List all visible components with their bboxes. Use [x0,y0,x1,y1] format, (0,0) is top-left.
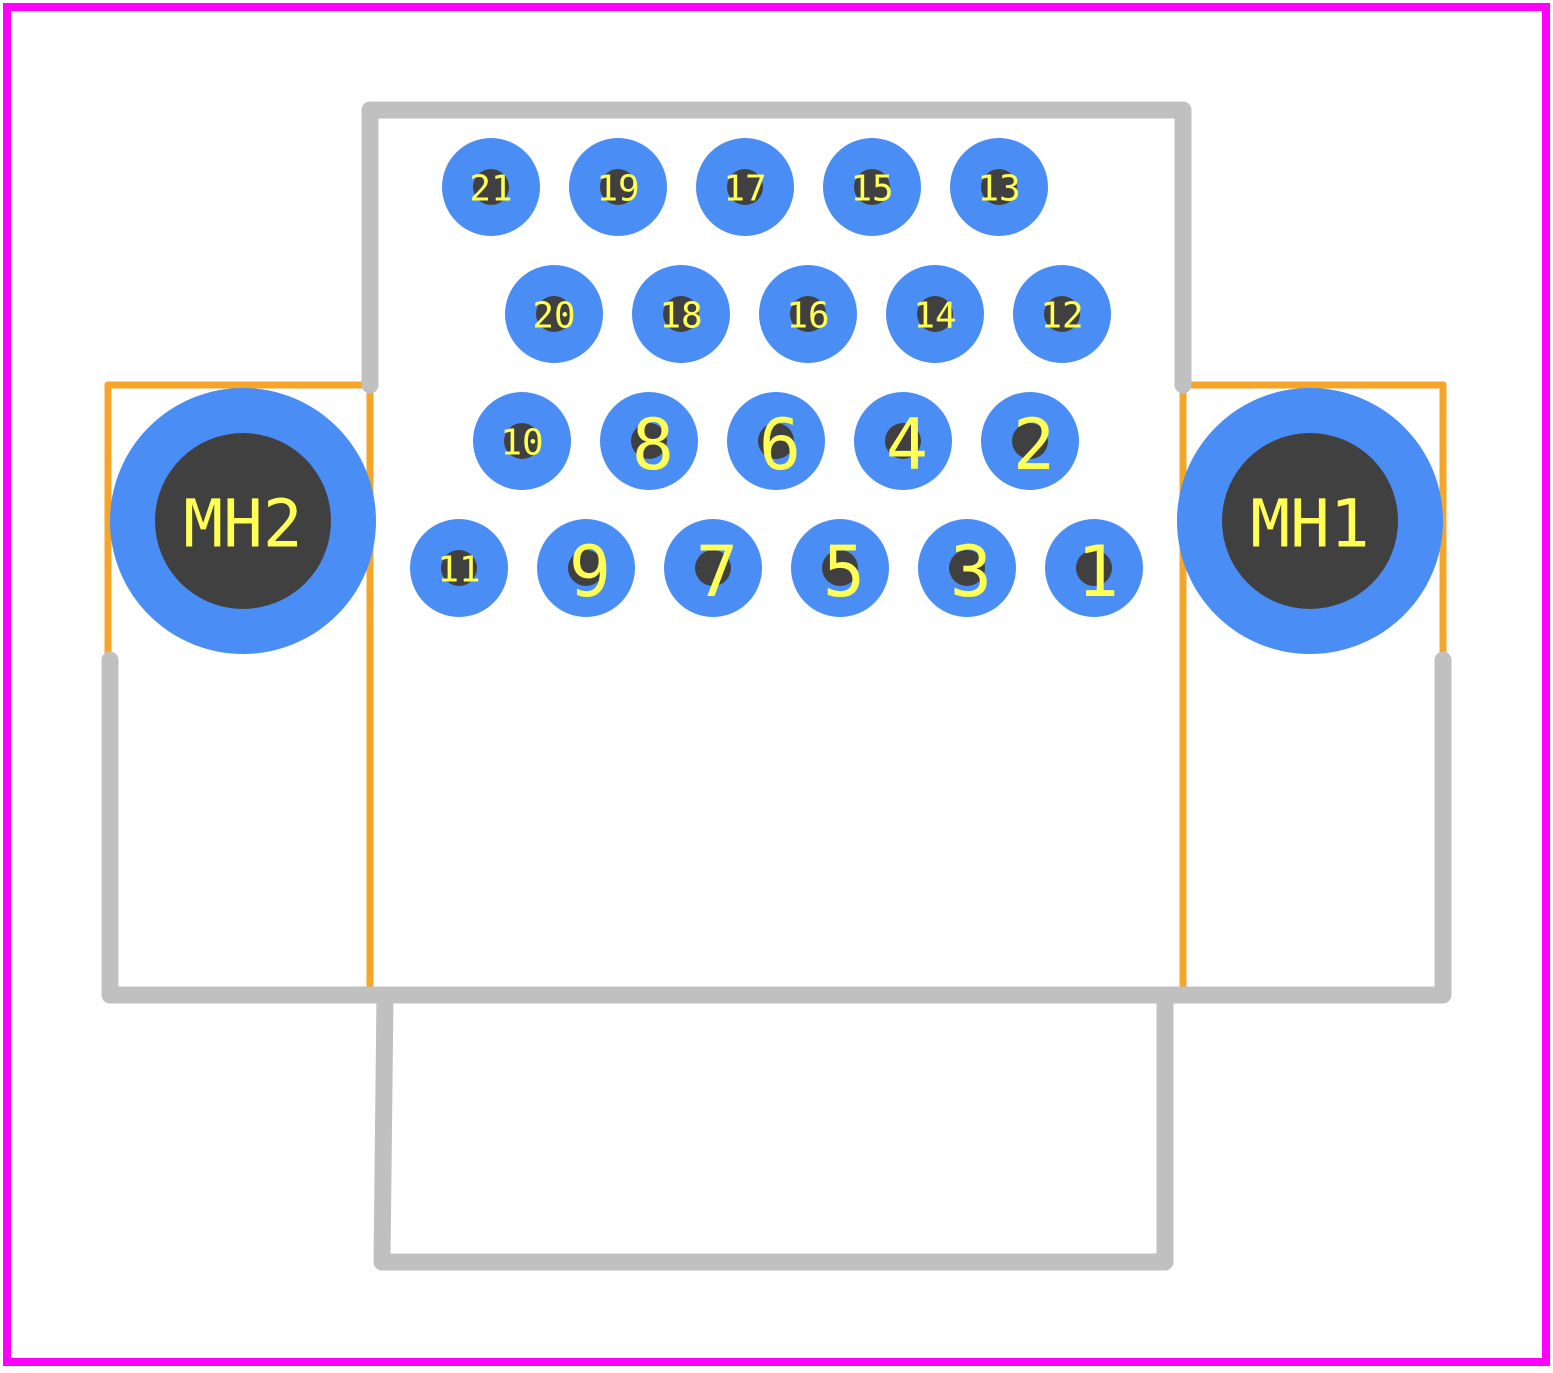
pad-label: 15 [850,169,893,210]
board-outline [3,3,1550,1366]
pad-label: 6 [759,404,801,486]
pad-13: 13 [950,138,1048,236]
pad-label: 1 [1077,531,1119,613]
pad-8: 8 [600,392,698,490]
silkscreen-line [361,101,1192,394]
pad-drill-hole [536,296,572,332]
silkscreen-outline [101,101,1452,1271]
pad-label: 3 [950,531,992,613]
mounting-hole-label: MH2 [183,486,302,563]
pad-18: 18 [632,265,730,363]
pad-label: 9 [569,531,611,613]
pad-17: 17 [696,138,794,236]
pad-label: 21 [469,169,512,210]
pad-label: 16 [786,296,829,337]
pad-drill-hole [854,169,890,205]
pad-drill-hole [981,169,1017,205]
pad-drill-hole [1012,423,1048,459]
pad-drill-hole [695,550,731,586]
silkscreen-line [101,651,1452,1004]
pad-drill-hole [473,169,509,205]
pad-drill-hole [631,423,667,459]
pad-21: 21 [442,138,540,236]
pad-11: 11 [410,519,508,617]
pad-5: 5 [791,519,889,617]
pad-10: 10 [473,392,571,490]
pad-label: 5 [823,531,865,613]
mounting-hole-label: MH1 [1250,486,1369,563]
pad-label: 18 [659,296,702,337]
pad-drill-hole [1076,550,1112,586]
mounting-hole-mh2: MH2 [110,388,376,654]
silkscreen-line [373,986,1174,1271]
mounting-hole-mh1: MH1 [1177,388,1443,654]
pad-20: 20 [505,265,603,363]
pad-1: 1 [1045,519,1143,617]
pad-drill-hole [885,423,921,459]
board-edge-rect [3,3,1550,1366]
mounting-hole-drill [155,433,331,609]
pad-15: 15 [823,138,921,236]
pad-label: 17 [723,169,766,210]
pad-label: 2 [1013,404,1055,486]
pad-drill-hole [822,550,858,586]
pad-4: 4 [854,392,952,490]
pad-drill-hole [441,550,477,586]
pad-drill-hole [600,169,636,205]
pad-2: 2 [981,392,1079,490]
pad-label: 19 [596,169,639,210]
pad-label: 4 [886,404,928,486]
pad-drill-hole [727,169,763,205]
pad-16: 16 [759,265,857,363]
pad-7: 7 [664,519,762,617]
pad-drill-hole [504,423,540,459]
pad-label: 14 [913,296,956,337]
pad-label: 12 [1040,296,1083,337]
pad-19: 19 [569,138,667,236]
pad-3: 3 [918,519,1016,617]
pad-label: 11 [437,550,480,591]
pad-drill-hole [758,423,794,459]
pad-drill-hole [949,550,985,586]
pad-6: 6 [727,392,825,490]
mounting-hole-drill [1222,433,1398,609]
pad-9: 9 [537,519,635,617]
pad-drill-hole [1044,296,1080,332]
pad-14: 14 [886,265,984,363]
pad-drill-hole [917,296,953,332]
pad-label: 20 [532,296,575,337]
pad-drill-hole [568,550,604,586]
mounting-hole-group: MH1 MH2 [110,388,1443,654]
pad-drill-hole [790,296,826,332]
pad-label: 10 [500,423,543,464]
pad-label: 8 [632,404,674,486]
pad-label: 7 [696,531,738,613]
pad-drill-hole [663,296,699,332]
pad-label: 13 [977,169,1020,210]
pad-12: 12 [1013,265,1111,363]
